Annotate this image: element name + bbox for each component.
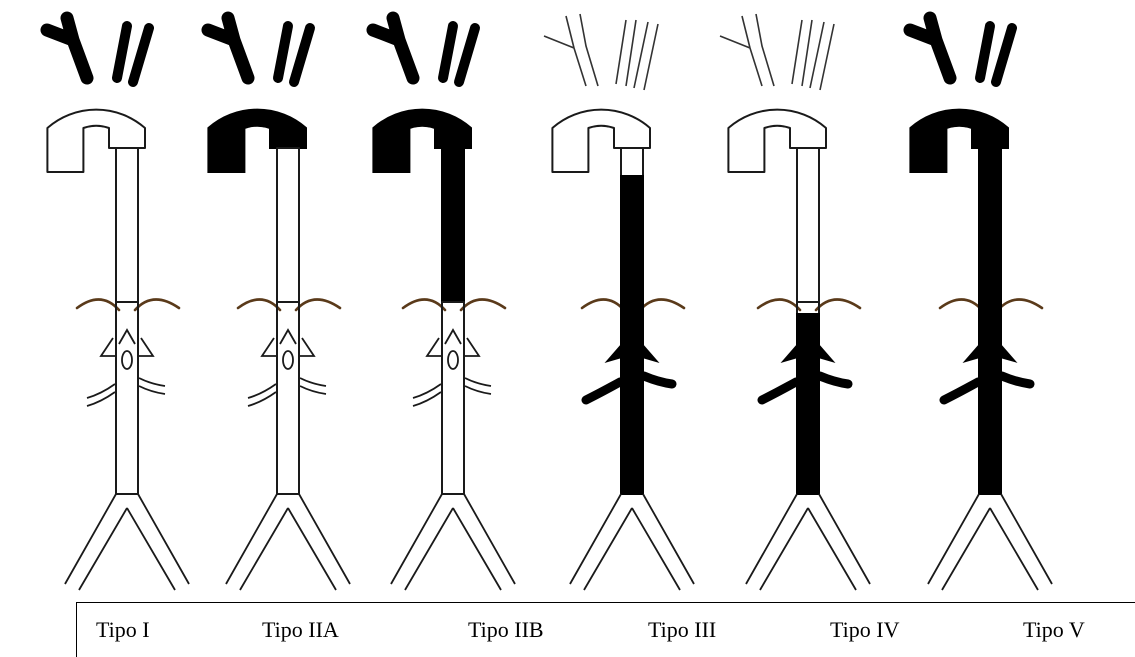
celiac-trunk [262,330,314,356]
left-renal-artery [87,384,115,406]
left-renal-artery [586,382,620,400]
lower-thoracic-dissection [621,176,643,302]
aortic-arch [552,110,650,172]
brachiocephalic-trunk [544,14,598,86]
brachiocephalic-trunk [720,14,774,86]
iliac-arteries [65,494,189,590]
iliac-arteries [226,494,350,590]
left-carotid-artery [443,26,453,78]
celiac-trunk [427,330,479,356]
right-renal-artery [139,378,165,394]
left-subclavian-artery [810,22,834,90]
right-renal-artery [644,376,672,384]
label-tipo-iii: Tipo III [648,617,716,643]
abdominal-dissection [979,302,1001,494]
aortic-arch [47,110,145,172]
right-renal-artery [300,378,326,394]
superior-mesenteric-artery [122,351,132,369]
right-renal-artery [1002,376,1030,384]
left-renal-artery [944,382,978,400]
left-carotid-artery [117,26,127,78]
left-subclavian-artery [459,28,475,82]
abdominal-dissection [621,302,643,494]
iliac-arteries [928,494,1052,590]
aorta-tipo_iv [720,14,870,590]
aorta-tipo_iii [544,14,694,590]
left-subclavian-artery [294,28,310,82]
aorta-tipo_v [910,18,1052,590]
aorta-tipo_i [47,18,189,590]
left-subclavian-artery [996,28,1012,82]
left-subclavian-artery [634,22,658,90]
left-subclavian-artery [133,28,149,82]
left-carotid-artery [616,20,636,86]
right-renal-artery [465,378,491,394]
descending-thoracic-aorta [277,148,299,302]
label-tipo-iia: Tipo IIA [262,617,339,643]
aortic-arch [728,110,826,172]
aorta-tipo_iia [208,18,350,590]
descending-thoracic-aorta [797,148,819,302]
left-carotid-artery [278,26,288,78]
abdominal-dissection [797,314,819,494]
left-renal-artery [762,382,796,400]
label-tipo-iib: Tipo IIB [468,617,544,643]
brachiocephalic-trunk [47,18,87,78]
iliac-arteries [570,494,694,590]
descending-thoracic-aorta [979,148,1001,302]
aortic-arch [208,110,306,172]
right-renal-artery [820,376,848,384]
label-tipo-v: Tipo V [1023,617,1085,643]
iliac-arteries [391,494,515,590]
brachiocephalic-trunk [910,18,950,78]
left-carotid-artery [792,20,812,86]
brachiocephalic-trunk [373,18,413,78]
superior-mesenteric-artery [448,351,458,369]
descending-thoracic-aorta [116,148,138,302]
iliac-arteries [746,494,870,590]
left-carotid-artery [980,26,990,78]
left-renal-artery [248,384,276,406]
aorta-tipo_iib [373,18,515,590]
brachiocephalic-trunk [208,18,248,78]
celiac-trunk [101,330,153,356]
descending-thoracic-aorta [442,148,464,302]
label-tipo-i: Tipo I [96,617,150,643]
label-tipo-iv: Tipo IV [830,617,900,643]
left-renal-artery [413,384,441,406]
superior-mesenteric-artery [283,351,293,369]
label-box [76,602,1135,657]
